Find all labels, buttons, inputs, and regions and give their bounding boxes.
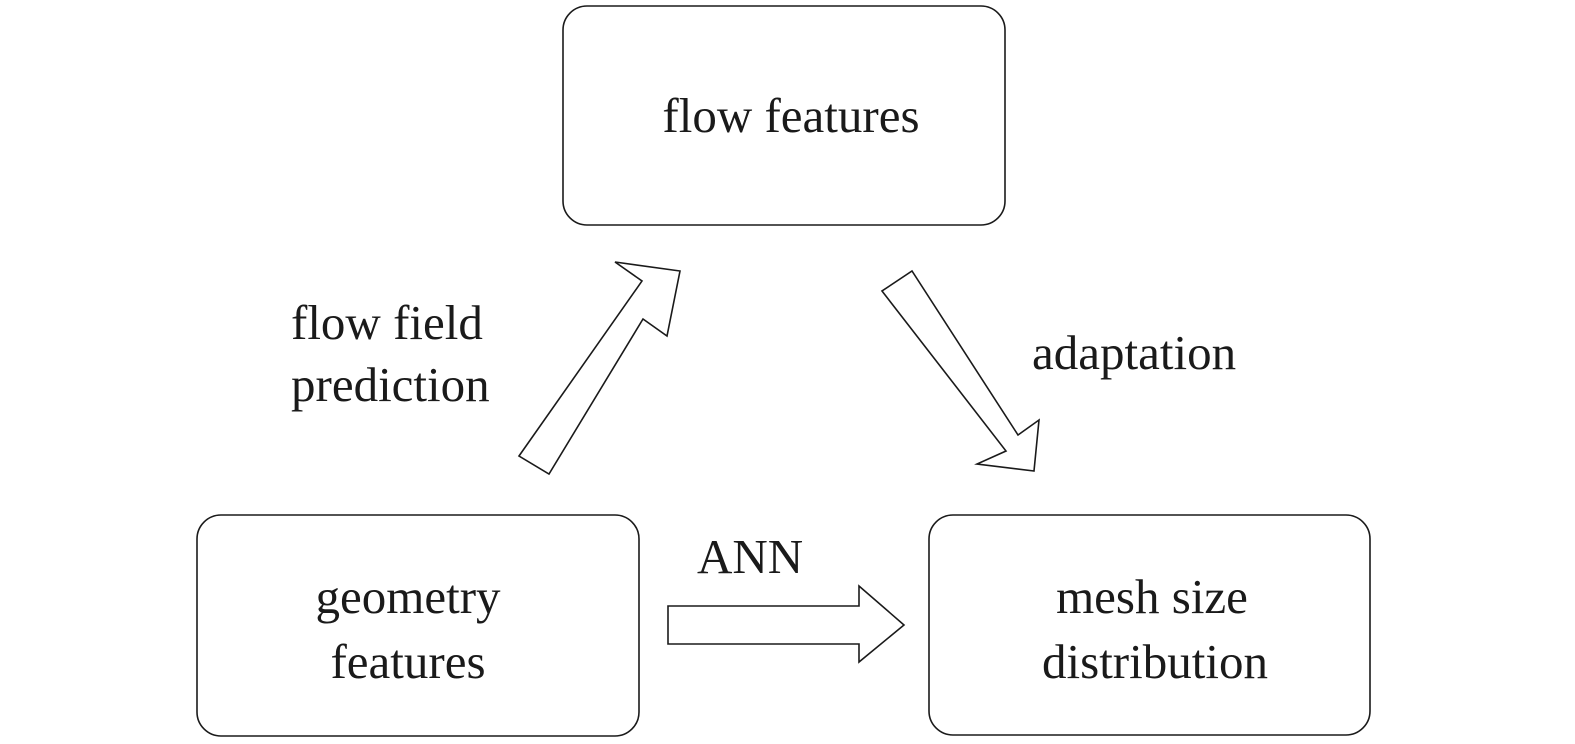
node-geometry-features-box — [196, 514, 640, 737]
edge-flow-field-prediction-line-2: prediction — [291, 357, 490, 412]
node-flow-features-box — [562, 5, 1006, 226]
edge-ann-label: ANN — [697, 529, 803, 584]
node-geometry-features-line-1: geometry — [315, 569, 501, 624]
node-geometry-features: geometry features — [196, 514, 640, 737]
node-mesh-size-distribution: mesh size distribution — [928, 514, 1371, 736]
edge-ann: ANN — [667, 529, 906, 664]
arrow-up-right-icon — [517, 261, 681, 476]
edge-adaptation-label: adaptation — [1032, 325, 1236, 380]
node-flow-features: flow features — [562, 5, 1006, 226]
node-mesh-size-distribution-box — [928, 514, 1371, 736]
arrow-down-right-icon — [880, 269, 1040, 472]
edge-adaptation: adaptation — [880, 269, 1236, 472]
node-mesh-size-distribution-line-2: distribution — [1042, 634, 1268, 689]
node-geometry-features-line-2: features — [330, 634, 485, 689]
edge-flow-field-prediction: flow field prediction — [291, 261, 681, 476]
edge-flow-field-prediction-line-1: flow field — [291, 295, 483, 350]
node-mesh-size-distribution-line-1: mesh size — [1056, 569, 1248, 624]
arrow-right-icon — [667, 584, 906, 664]
node-flow-features-label: flow features — [662, 88, 919, 143]
